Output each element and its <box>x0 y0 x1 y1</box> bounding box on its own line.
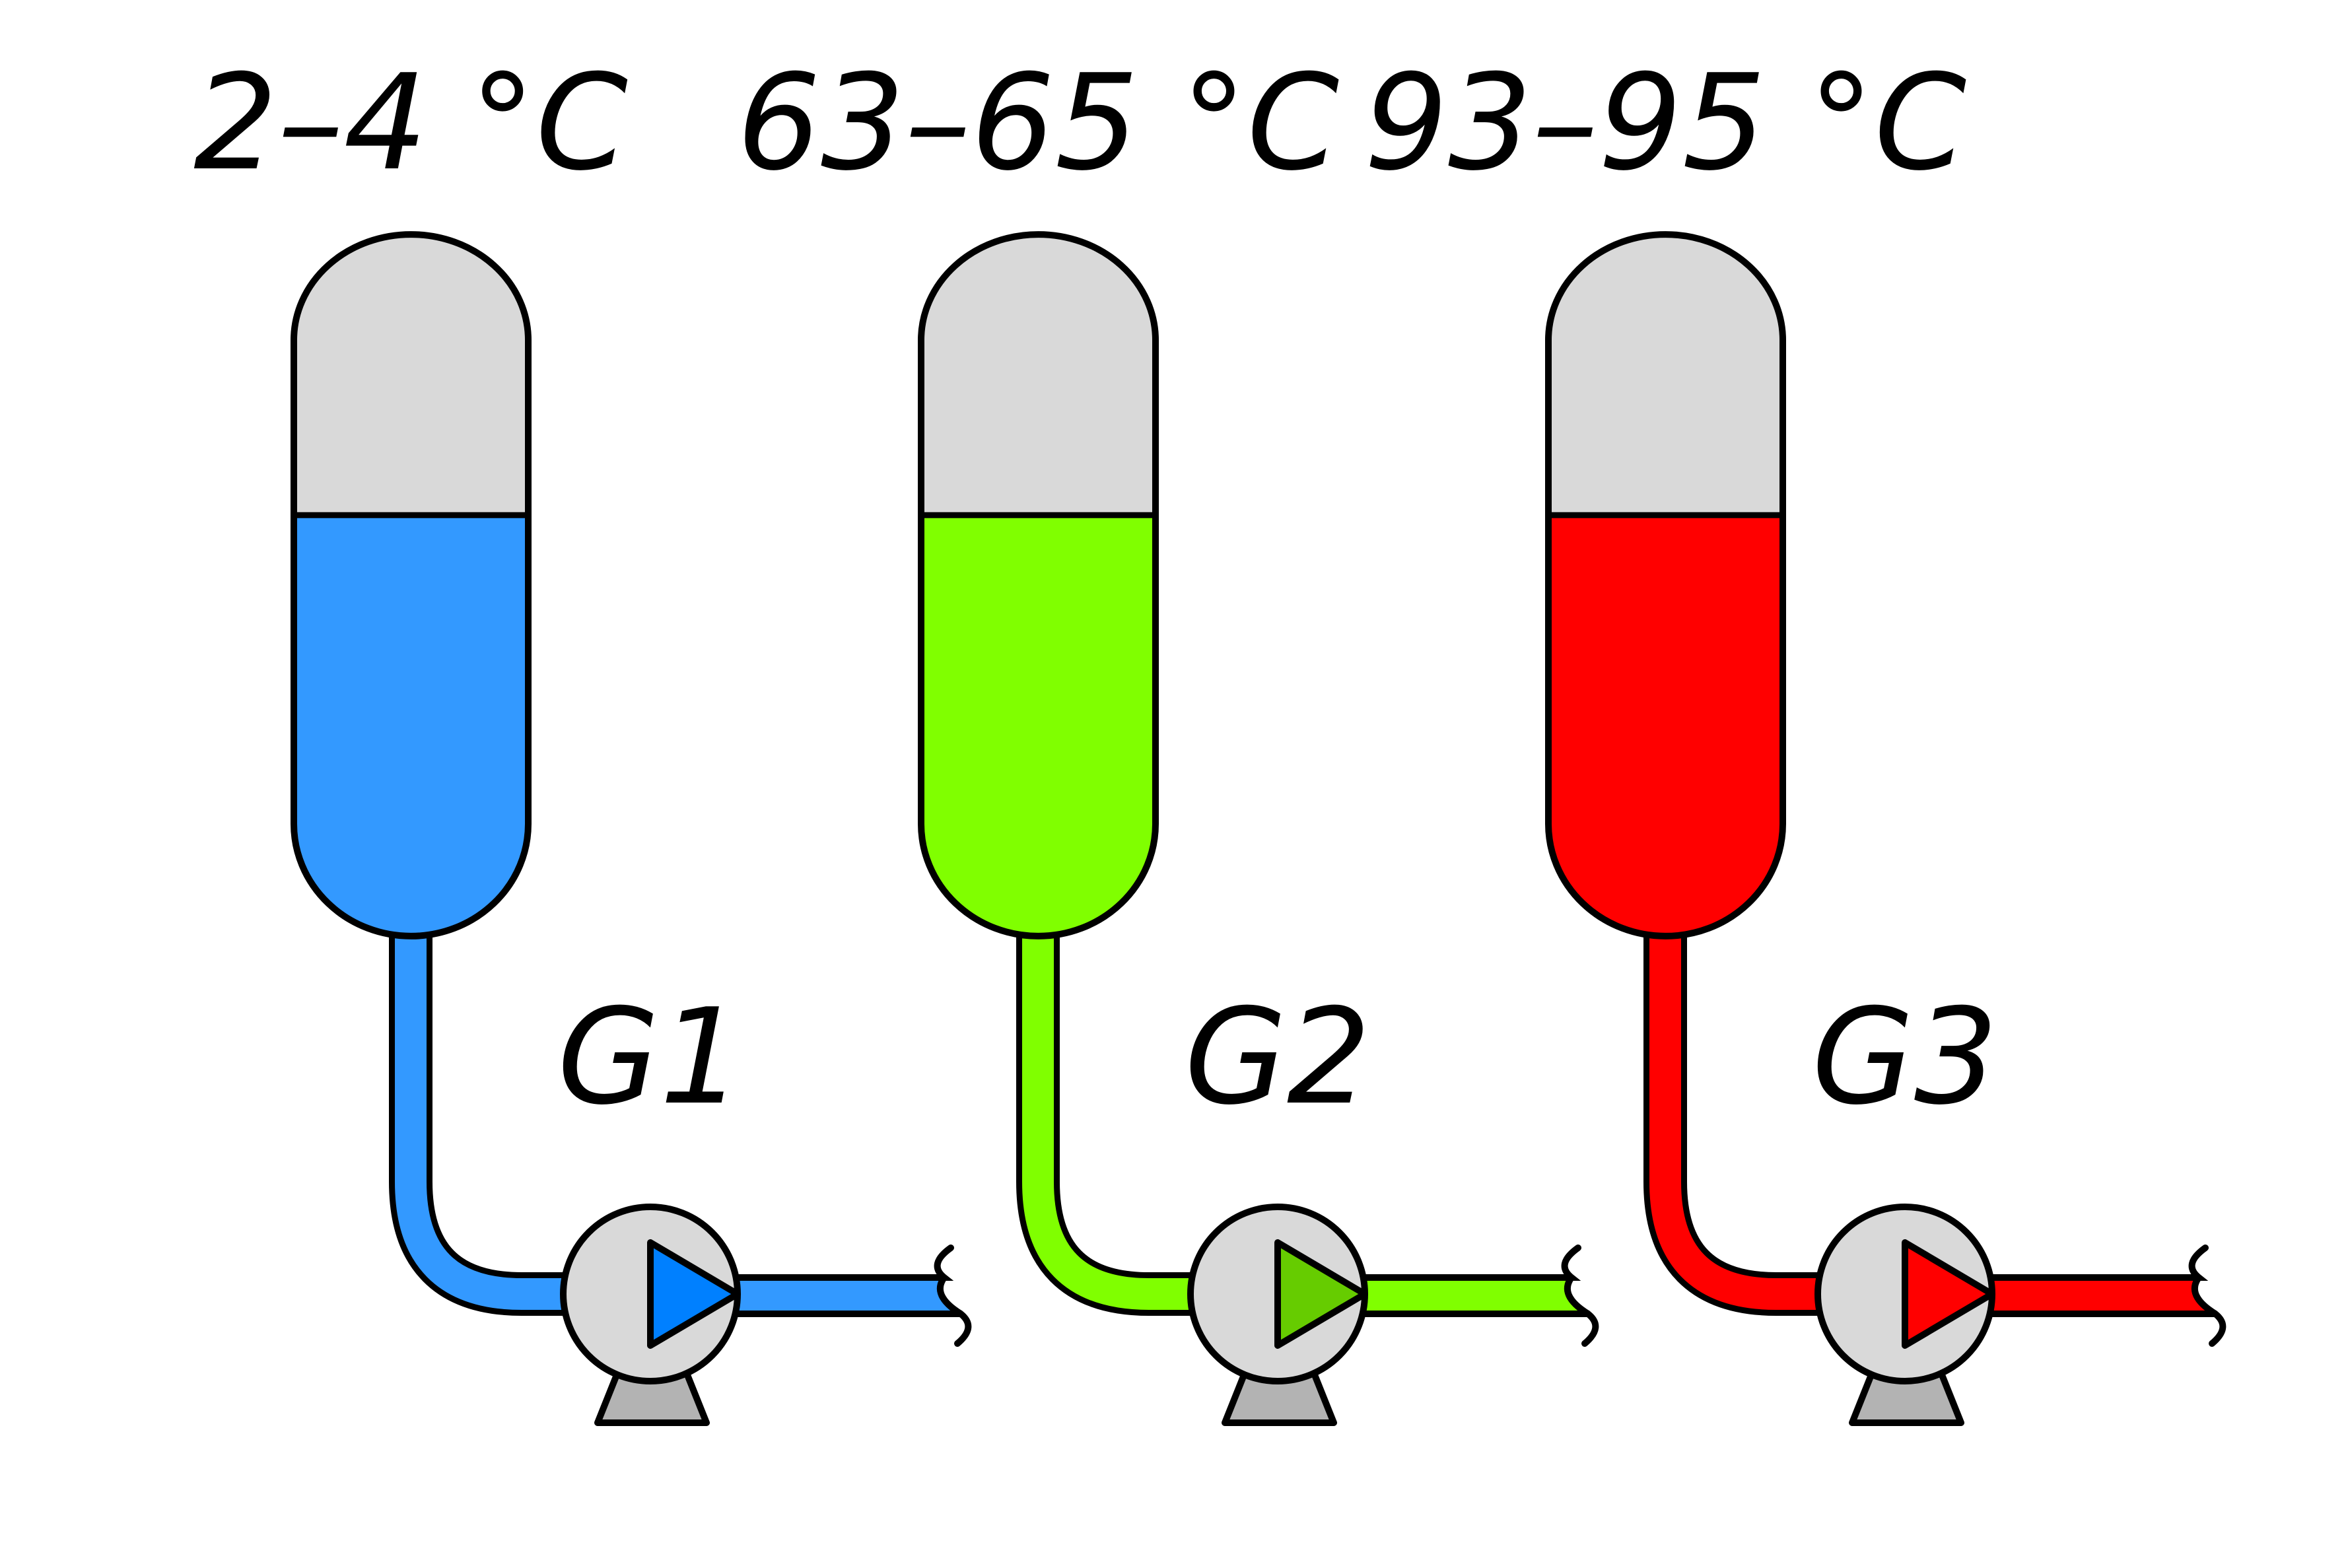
temperature-label: 63–65 °C <box>737 46 1339 200</box>
pump-flow-arrow-icon <box>1902 1239 1995 1349</box>
tank-liquid <box>921 515 1156 936</box>
unit-3: 93–95 °C G3 <box>1364 46 2227 1426</box>
outlet-pipe <box>1360 1278 1585 1314</box>
temperature-label: 2–4 °C <box>193 46 628 200</box>
pump-flow-arrow-icon <box>1274 1239 1368 1349</box>
unit-2: 63–65 °C G2 <box>737 46 1599 1426</box>
unit-1: 2–4 °C G1 <box>193 46 972 1426</box>
pump-label: G3 <box>1812 980 1998 1134</box>
temperature-label: 93–95 °C <box>1364 46 1966 200</box>
tank-liquid <box>294 515 528 936</box>
tank-liquid <box>1548 515 1783 936</box>
pump-flow-arrow-icon <box>647 1239 741 1349</box>
outlet-pipe <box>733 1278 957 1314</box>
pump-label: G1 <box>557 980 743 1134</box>
pump-label: G2 <box>1185 980 1371 1134</box>
outlet-pipe <box>1987 1278 2212 1314</box>
